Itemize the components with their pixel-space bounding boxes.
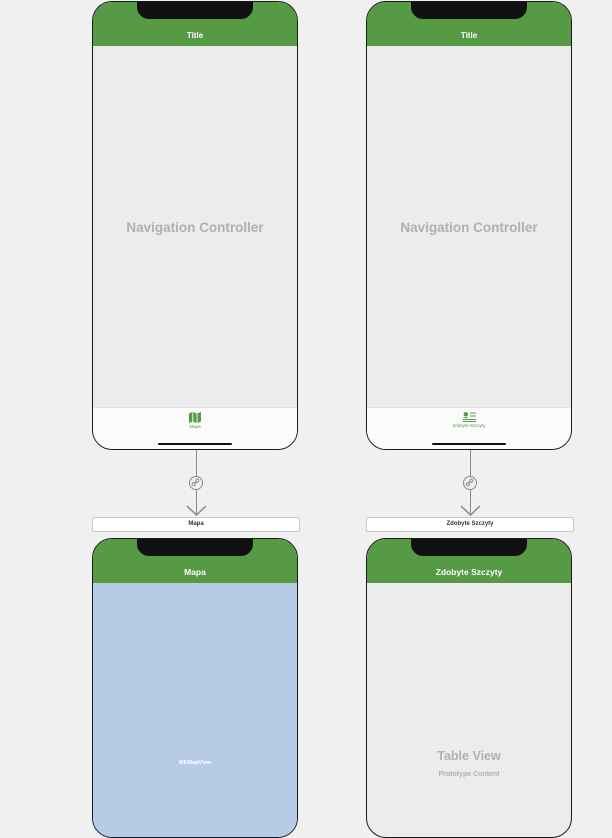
list-icon [462,412,476,422]
scene-label-mapa[interactable]: Mapa [92,517,300,532]
map-view-label: MKMapView [179,760,211,766]
table-view-subtitle: Prototype Content [438,771,500,778]
map-view-controller[interactable]: Mapa MKMapView [92,538,298,838]
navigation-controller-label: Navigation Controller [126,220,264,235]
tab-label: Mapa [189,424,201,429]
table-view-title: Table View [437,749,501,763]
device-notch [411,539,527,556]
segue-arrow-icon [460,505,481,516]
tab-item-zdobyte-szczyty[interactable]: Zdobyte Szczyty [367,412,571,428]
segue-link-icon[interactable] [463,476,477,490]
scene-label-zdobyte-szczyty[interactable]: Zdobyte Szczyty [366,517,574,532]
home-indicator [158,442,232,445]
nav-title: Title [186,31,204,40]
tab-bar: Mapa [93,407,297,449]
segue-line [195,450,197,476]
nav-title: Zdobyte Szczyty [435,567,503,577]
nav-title: Title [460,31,478,40]
navigation-controller-label: Navigation Controller [400,220,538,235]
device-notch [411,2,527,19]
navigation-controller-mapa[interactable]: Title Navigation Controller Mapa [92,1,298,450]
device-notch [137,539,253,556]
table-view[interactable]: Table View Prototype Content [367,583,571,837]
segue-line [469,490,471,514]
segue-line [195,490,197,514]
map-icon [189,412,201,423]
device-notch [137,2,253,19]
table-view-controller[interactable]: Zdobyte Szczyty Table View Prototype Con… [366,538,572,838]
segue-arrow-icon [186,505,207,516]
tab-item-mapa[interactable]: Mapa [93,412,297,429]
navigation-controller-zdobyte-szczyty[interactable]: Title Navigation Controller Zdobyte Szcz… [366,1,572,450]
segue-line [469,450,471,476]
tab-bar: Zdobyte Szczyty [367,407,571,449]
nav-title: Mapa [184,567,206,577]
tab-label: Zdobyte Szczyty [452,423,486,428]
home-indicator [432,442,506,445]
segue-link-icon[interactable] [189,476,203,490]
map-view[interactable]: MKMapView [93,583,297,837]
